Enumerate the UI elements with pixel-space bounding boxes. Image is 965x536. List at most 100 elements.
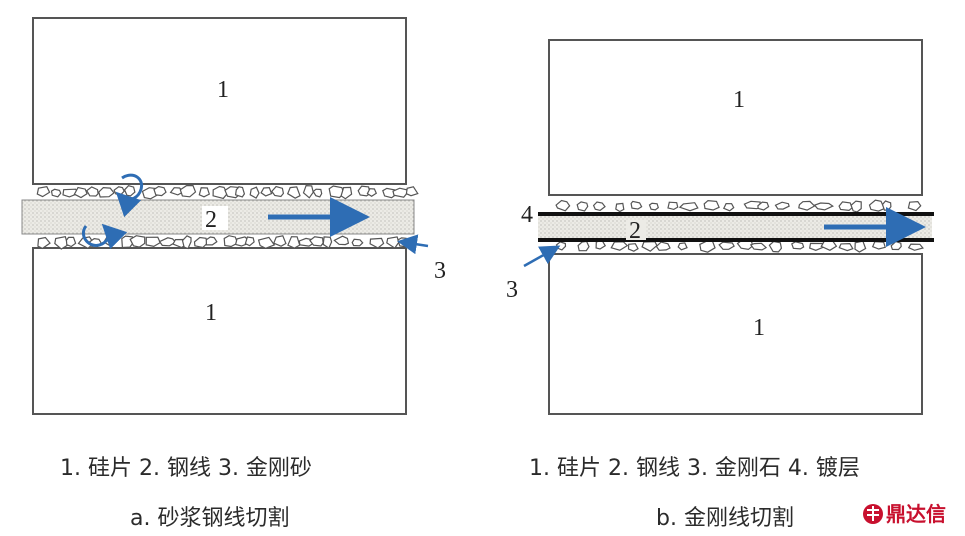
- diamond-grain: [718, 241, 735, 250]
- panel-a-rotation-arrow-bottom: [81, 223, 128, 250]
- panel-b-diamond-label: 3: [506, 277, 518, 303]
- abrasive-grain: [37, 236, 51, 250]
- diamond-grain: [838, 201, 853, 212]
- panel-a-legend: 1. 硅片 2. 钢线 3. 金刚砂: [60, 456, 312, 481]
- abrasive-grain: [249, 186, 260, 199]
- logo-text: 鼎达信: [886, 502, 946, 526]
- diamond-grain: [610, 241, 629, 251]
- diamond-grain: [907, 200, 922, 212]
- abrasive-grain: [193, 236, 208, 249]
- abrasive-grain: [98, 186, 115, 198]
- diamond-grain: [871, 241, 886, 250]
- panel-b-legend: 1. 硅片 2. 钢线 3. 金刚石 4. 镀层: [529, 456, 860, 481]
- abrasive-grain: [54, 236, 69, 250]
- diamond-grain: [850, 200, 862, 213]
- panel-b-wafer-bottom: [548, 253, 923, 415]
- abrasive-grain: [36, 186, 51, 198]
- panel-a-wafer-top: [32, 17, 407, 185]
- abrasive-grain: [129, 235, 146, 248]
- panel-b-diamond-bottom-layer: [555, 239, 924, 253]
- diamond-grain: [655, 241, 671, 251]
- panel-a-wire-label: 2: [205, 207, 217, 233]
- abrasive-grain: [113, 186, 125, 196]
- diamond-grain: [576, 201, 589, 212]
- diamond-grain: [768, 240, 783, 253]
- abrasive-grain: [86, 186, 99, 197]
- diamond-grain: [630, 200, 643, 210]
- abrasive-grain: [153, 185, 167, 197]
- abrasive-grain: [351, 238, 364, 247]
- abrasive-grain: [145, 236, 161, 248]
- abrasive-grain: [386, 236, 400, 249]
- abrasive-grain: [73, 186, 88, 199]
- diamond-grain: [854, 240, 867, 253]
- panel-b-wafer-top-label: 1: [733, 87, 745, 113]
- diamond-grain: [791, 241, 805, 250]
- panel-b-wire-label: 2: [629, 218, 641, 244]
- panel-a-wafer-bottom: [32, 247, 407, 415]
- diamond-grain: [577, 240, 590, 252]
- panel-b-wafer-bottom-label: 1: [753, 315, 765, 341]
- panel-b-diamond-top-layer: [555, 199, 922, 213]
- abrasive-grain: [286, 186, 301, 199]
- diamond-grain: [774, 201, 790, 210]
- diamond-grain: [749, 242, 768, 251]
- diamond-grain: [615, 202, 625, 213]
- abrasive-grain: [302, 184, 314, 199]
- diamond-grain: [881, 200, 892, 211]
- abrasive-grain: [181, 235, 192, 250]
- abrasive-grain: [287, 236, 301, 249]
- abrasive-grain: [50, 188, 62, 198]
- abrasive-grain: [273, 235, 287, 247]
- panel-a: 1 1 2 3: [21, 17, 446, 415]
- abrasive-grain: [234, 186, 246, 198]
- panel-a-wafer-bottom-label: 1: [205, 300, 217, 326]
- abrasive-grain: [123, 185, 136, 197]
- abrasive-grain: [405, 186, 419, 197]
- diamond-grain: [722, 202, 735, 212]
- abrasive-grain: [333, 235, 350, 246]
- diamond-grain: [555, 199, 571, 212]
- diamond-grain: [820, 239, 838, 251]
- diamond-grain: [703, 199, 720, 211]
- panel-a-rotation-arrow-top: [115, 173, 143, 218]
- panel-a-wafer-top-label: 1: [217, 77, 229, 103]
- abrasive-grain: [271, 185, 285, 198]
- abrasive-grain: [212, 185, 228, 200]
- panel-a-abrasive-pointer-arrow: [397, 234, 429, 255]
- abrasive-grain: [179, 185, 197, 198]
- brand-logo: 鼎达信: [863, 502, 946, 526]
- diamond-grain: [757, 201, 770, 211]
- abrasive-grain: [198, 187, 211, 198]
- panel-a-abrasive-bottom-layer: [37, 235, 409, 250]
- diamond-grain: [641, 240, 658, 252]
- panel-b-coating-label: 4: [521, 202, 533, 228]
- diamond-grain: [627, 243, 639, 252]
- diamond-grain: [677, 242, 688, 251]
- abrasive-grain: [244, 236, 255, 247]
- abrasive-grain: [340, 186, 353, 200]
- abrasive-grain: [260, 186, 273, 197]
- abrasive-grain: [322, 236, 333, 249]
- abrasive-grain: [158, 237, 177, 247]
- diamond-grain: [555, 241, 567, 251]
- panel-b-diamond-pointer-arrow: [523, 245, 561, 268]
- diamond-grain: [592, 201, 606, 212]
- panel-b-caption: b. 金刚线切割: [656, 506, 794, 531]
- diamond-grain: [648, 202, 659, 211]
- abrasive-grain: [366, 188, 378, 198]
- panel-a-abrasive-label: 3: [434, 258, 446, 284]
- abrasive-grain: [369, 237, 385, 249]
- diamond-grain: [890, 240, 902, 251]
- panel-b: 1 1 2 4 3: [506, 39, 934, 415]
- abrasive-grain: [205, 236, 218, 246]
- abrasive-grain: [65, 236, 77, 248]
- panel-a-abrasive-top-layer: [36, 184, 419, 200]
- diamond-grain: [838, 242, 854, 252]
- diamond-grain: [699, 240, 716, 253]
- panel-a-caption: a. 砂浆钢线切割: [130, 506, 290, 531]
- diamond-grain: [743, 200, 761, 210]
- diamond-grain: [868, 199, 886, 212]
- diamond-grain: [798, 200, 816, 211]
